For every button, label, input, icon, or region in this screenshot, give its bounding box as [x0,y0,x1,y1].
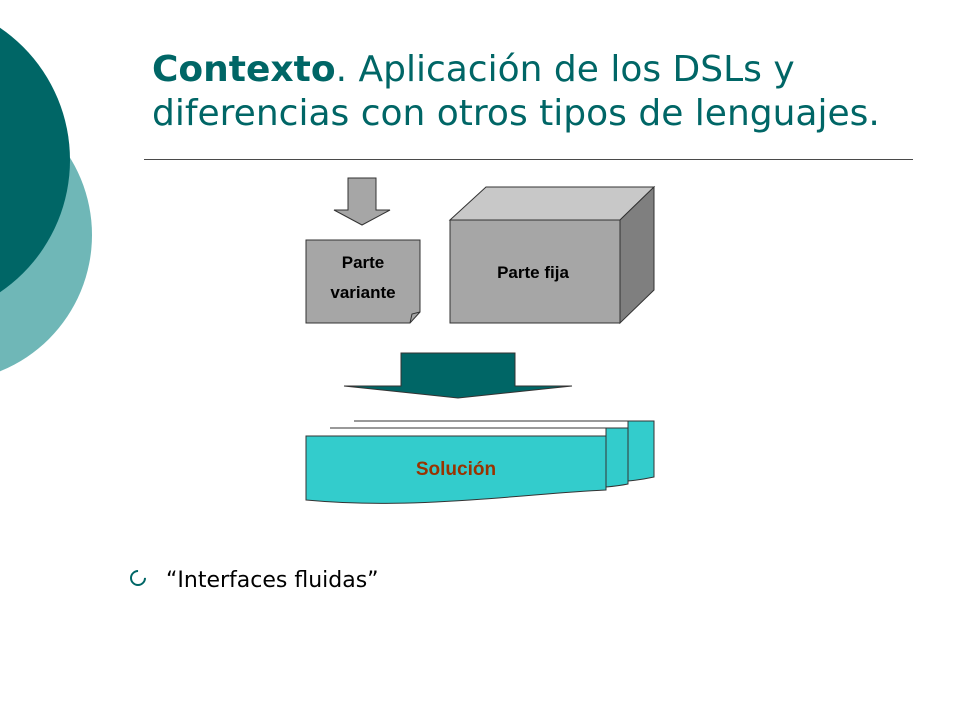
fixed-part-top-face [448,186,656,221]
bullet-item: “Interfaces fluidas” [126,566,379,593]
title-underline [144,159,913,160]
title-rest-part: . Aplicación de los DSLs y diferencias c… [152,49,880,134]
fixed-part-front-face [449,219,621,324]
variant-fold-corner [409,311,421,324]
variant-part-shape [305,239,421,324]
combine-arrow-icon [343,352,573,399]
fixed-part-label: Parte fija [497,263,569,282]
dark-teal-circle [0,27,70,293]
solution-label: Solución [416,459,496,480]
variant-label-line2: variante [330,283,395,302]
slide-title: Contexto. Aplicación de los DSLs y difer… [152,48,932,136]
input-arrow-icon [333,177,391,226]
title-bold-part: Contexto [152,49,336,90]
bullet-text: “Interfaces fluidas” [166,568,379,593]
bullet-marker-icon [126,566,150,590]
variant-label-line1: Parte [342,253,385,272]
decorative-circles [0,27,92,372]
solution-doc-front [305,435,607,504]
